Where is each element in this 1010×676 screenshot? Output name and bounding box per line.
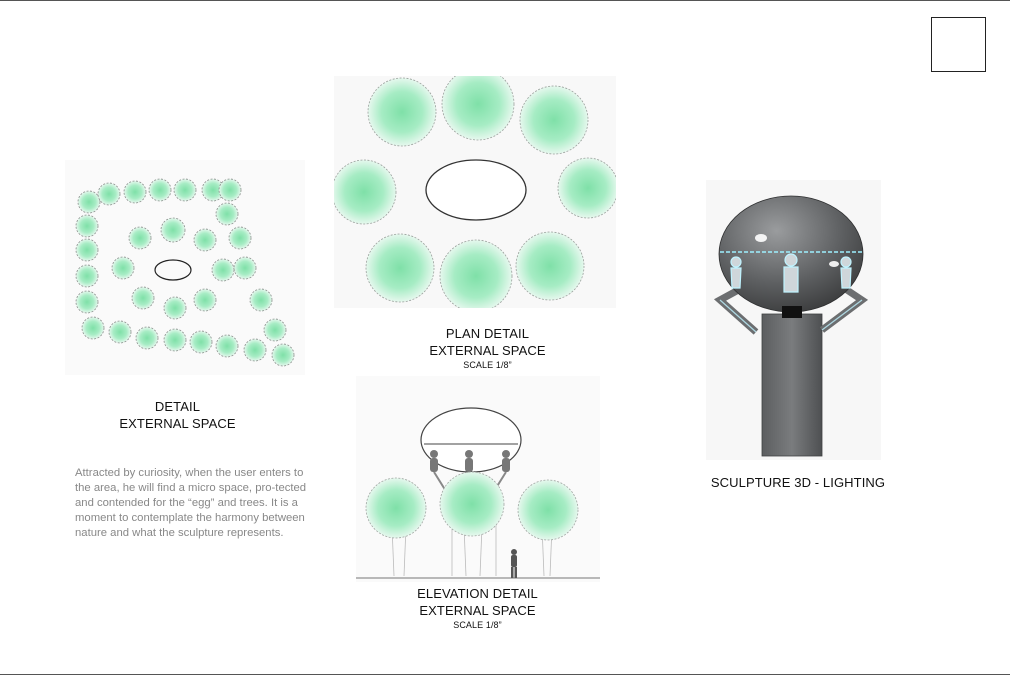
detail-plan-drawing (65, 160, 305, 375)
glowing-figures (730, 253, 852, 293)
elevation-subtitle: EXTERNAL SPACE (419, 603, 536, 618)
elevation-trees (365, 471, 579, 541)
plan-caption: PLAN DETAIL EXTERNAL SPACE SCALE 1/8” (400, 325, 575, 372)
human-figure (511, 549, 517, 578)
plan-subtitle: EXTERNAL SPACE (429, 343, 546, 358)
top-border (0, 0, 1010, 1)
elevation-title: ELEVATION DETAIL (417, 586, 538, 601)
detail-caption: DETAIL EXTERNAL SPACE (90, 398, 265, 432)
detail-title: DETAIL (154, 399, 201, 414)
sculpture-3d-render (706, 180, 881, 460)
egg-outline (425, 159, 527, 221)
sculpture-column (761, 313, 823, 457)
egg-elevation (420, 407, 522, 473)
inner-tree-ring (111, 217, 235, 320)
figures-elevation (430, 450, 510, 472)
elevation-detail-drawing (356, 376, 600, 582)
detail-subtitle: EXTERNAL SPACE (119, 416, 236, 431)
outer-tree-ring (75, 178, 295, 367)
corner-square (931, 17, 986, 72)
bottom-border (0, 674, 1010, 675)
plan-title: PLAN DETAIL (445, 326, 530, 341)
plan-scale: SCALE 1/8” (463, 360, 512, 370)
plan-trees (334, 76, 616, 308)
elevation-scale: SCALE 1/8” (453, 620, 502, 630)
plan-detail-drawing (334, 76, 616, 308)
egg-outline-plan (154, 259, 192, 281)
description-text: Attracted by curiosity, when the user en… (75, 467, 307, 539)
sculpture-title: SCULPTURE 3D - LIGHTING (710, 475, 886, 490)
elevation-caption: ELEVATION DETAIL EXTERNAL SPACE SCALE 1/… (390, 585, 565, 632)
sculpture-caption: SCULPTURE 3D - LIGHTING (700, 474, 896, 491)
